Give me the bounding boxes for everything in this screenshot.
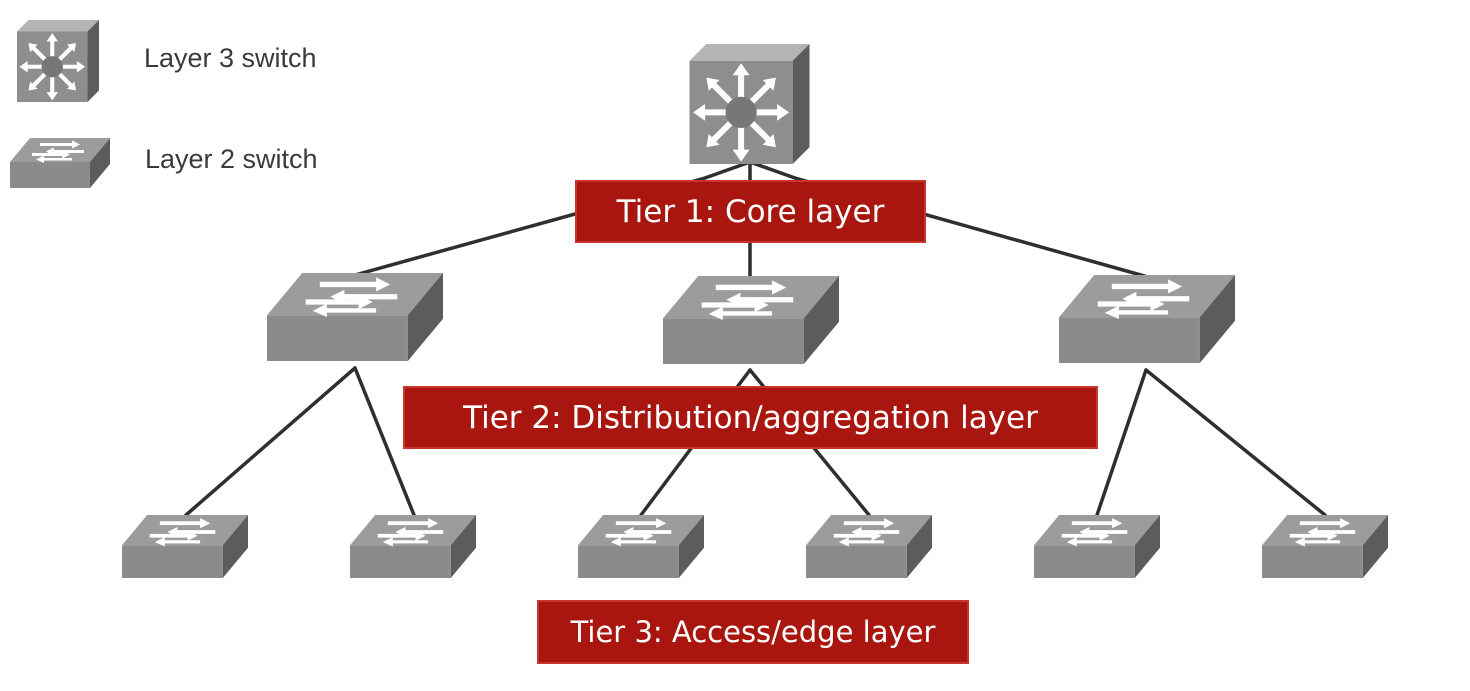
access-switch-2 — [350, 515, 476, 578]
link-core-stub-left — [703, 160, 752, 180]
link-dist-right-access-5 — [1095, 368, 1148, 517]
legend-label-layer2: Layer 2 switch — [145, 144, 318, 174]
layer3-switch-icon — [17, 20, 99, 102]
access-switch-4 — [806, 515, 932, 578]
link-dist-right-access-6 — [1144, 368, 1327, 517]
link-dist-left-access-1 — [184, 366, 357, 517]
link-core-stub-right — [748, 160, 797, 180]
link-dist-left-access-2 — [353, 366, 416, 517]
distribution-switch-left — [267, 273, 443, 361]
access-switch-5 — [1034, 515, 1160, 578]
distribution-switch-right — [1059, 275, 1235, 363]
tier-2-distribution-label: Tier 2: Distribution/aggregation layer — [403, 386, 1098, 449]
access-switch-6 — [1262, 515, 1388, 578]
access-switch-1 — [122, 515, 248, 578]
layer2-switch-icon — [10, 138, 110, 188]
tier-3-access-label: Tier 3: Access/edge layer — [537, 600, 969, 664]
core-switch — [690, 44, 810, 164]
tier-1-core-label: Tier 1: Core layer — [575, 180, 926, 243]
legend-label-layer3: Layer 3 switch — [144, 43, 317, 73]
distribution-switch-center — [663, 276, 839, 364]
access-switch-3 — [578, 515, 704, 578]
